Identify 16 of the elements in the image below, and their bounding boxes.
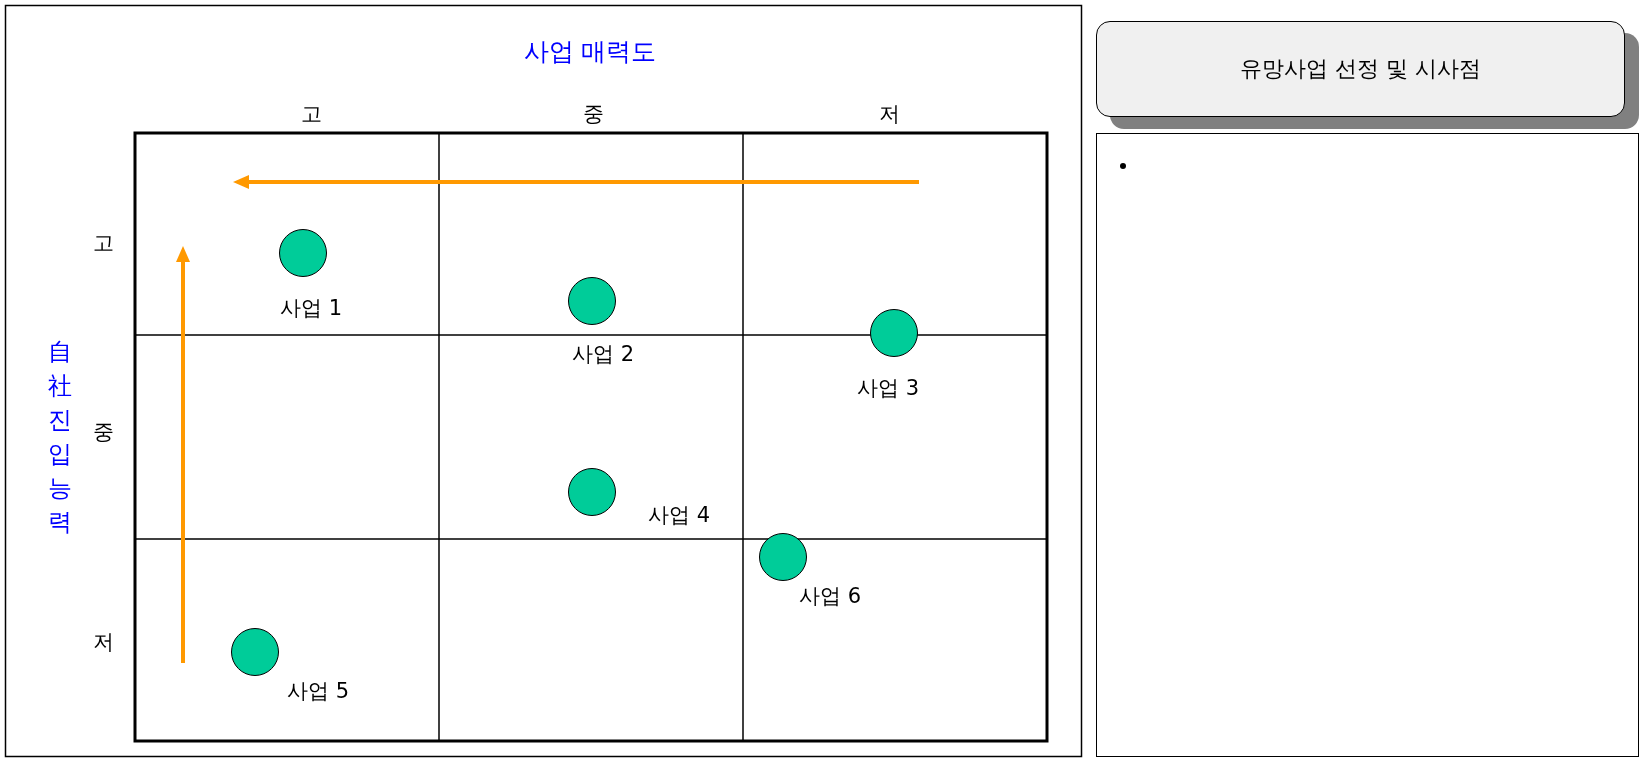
axis-title: 사업 매력도 bbox=[523, 38, 657, 66]
heading-box: 유망사업 선정 및 시사점 bbox=[1096, 21, 1625, 117]
axis-title: 自社진입능력 bbox=[47, 337, 73, 538]
business-label: 사업 3 bbox=[857, 377, 919, 401]
axis-level-label: 중 bbox=[92, 421, 114, 445]
axis-level-label: 저 bbox=[92, 631, 114, 655]
content-box bbox=[1096, 133, 1639, 757]
business-label: 사업 6 bbox=[799, 585, 861, 609]
axis-level-label: 저 bbox=[878, 103, 900, 127]
axis-level-label: 고 bbox=[300, 103, 322, 127]
business-label: 사업 4 bbox=[648, 504, 710, 528]
business-label: 사업 1 bbox=[280, 297, 342, 321]
axis-level-label: 중 bbox=[582, 103, 604, 127]
business-label: 사업 2 bbox=[572, 343, 634, 367]
business-label: 사업 5 bbox=[287, 680, 349, 704]
axis-level-label: 고 bbox=[92, 232, 114, 256]
